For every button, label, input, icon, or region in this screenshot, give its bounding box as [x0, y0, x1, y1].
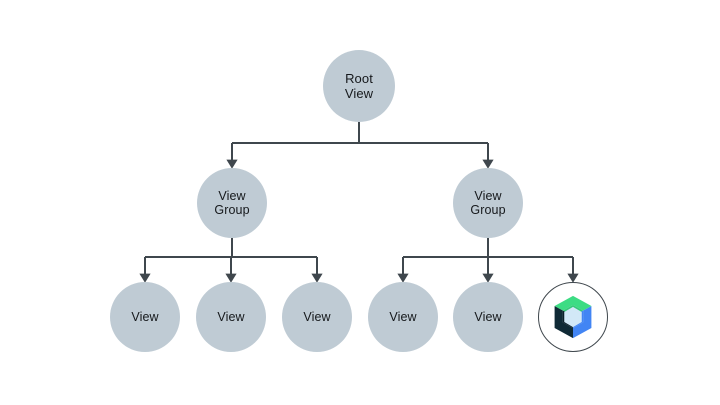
node-view-4[interactable]: View [368, 282, 438, 352]
jetpack-compose-logo-icon [550, 294, 596, 340]
node-viewgroup-right-label: View Group [470, 188, 506, 218]
node-view-4-label: View [389, 309, 417, 324]
node-viewgroup-left[interactable]: View Group [197, 168, 267, 238]
node-view-5-label: View [474, 309, 502, 324]
node-view-1-label: View [131, 309, 159, 324]
node-root-view[interactable]: Root View [323, 50, 395, 122]
node-view-1[interactable]: View [110, 282, 180, 352]
node-view-2-label: View [217, 309, 245, 324]
node-view-3[interactable]: View [282, 282, 352, 352]
node-view-5[interactable]: View [453, 282, 523, 352]
node-root-view-label: Root View [344, 70, 374, 102]
node-view-3-label: View [303, 309, 331, 324]
node-compose[interactable] [538, 282, 608, 352]
node-viewgroup-left-label: View Group [214, 188, 250, 218]
node-viewgroup-right[interactable]: View Group [453, 168, 523, 238]
node-view-2[interactable]: View [196, 282, 266, 352]
